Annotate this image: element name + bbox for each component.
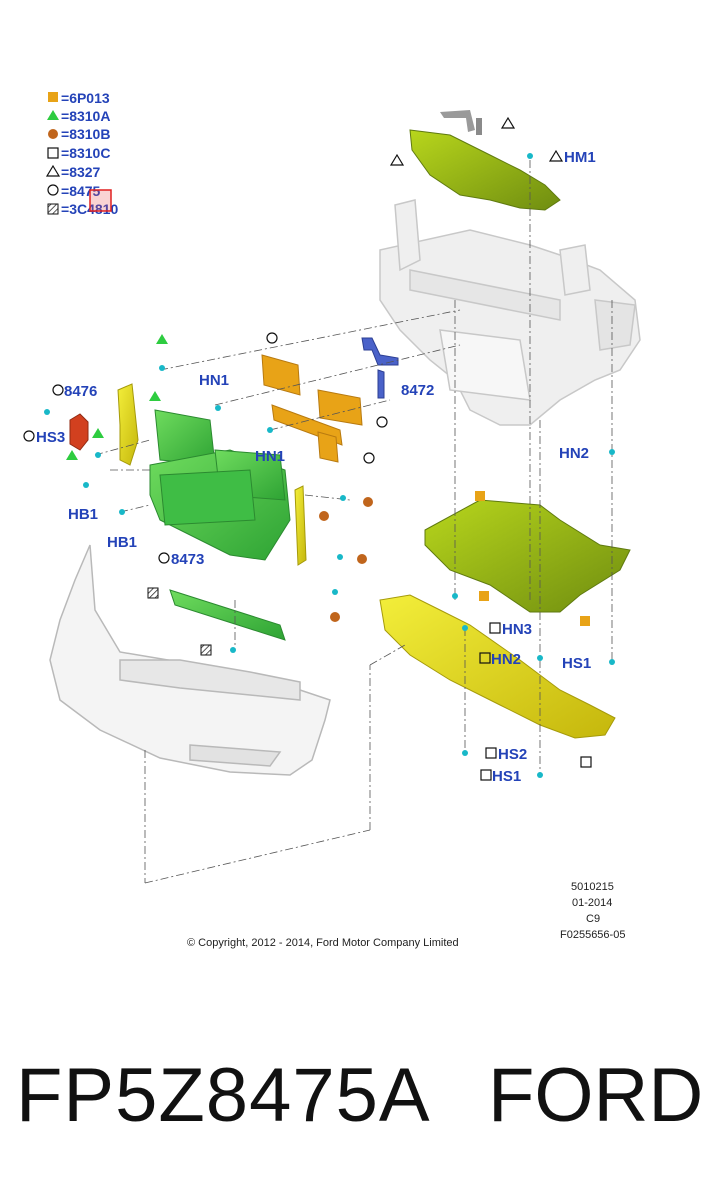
- open-square-icon: [480, 769, 492, 781]
- fastener-hn2-mid: [537, 655, 543, 661]
- label-8473: 8473: [171, 551, 204, 568]
- orange-square-icon: [475, 491, 485, 501]
- label-hm1: HM1: [564, 149, 596, 166]
- meta-line-1: 5010215: [571, 881, 614, 893]
- label-hb1-a: HB1: [68, 506, 98, 523]
- legend-item-8310c: =8310C: [61, 145, 110, 161]
- open-square-icon: [47, 147, 59, 159]
- orange-square-icon: [479, 591, 489, 601]
- fastener-hn1-a: [215, 405, 221, 411]
- open-triangle-icon: [548, 149, 564, 162]
- open-circle-icon: [23, 430, 35, 442]
- meta-line-2: 01-2014: [572, 897, 612, 909]
- open-square-icon: [485, 747, 497, 759]
- open-circle-icon: [376, 416, 388, 428]
- brown-circle-icon: [357, 554, 367, 564]
- fastener-left-a: [95, 452, 101, 458]
- brown-circle-icon: [319, 511, 329, 521]
- fastener-hs1-bottom: [537, 772, 543, 778]
- legend-item-6p013: =6P013: [61, 90, 110, 106]
- label-hn1-b: HN1: [255, 448, 285, 465]
- part-number: FP5Z8475A: [16, 1053, 431, 1138]
- brown-circle-icon: [330, 612, 340, 622]
- callout-labels: HM1 8472 8476 HS3 HN1 HN1 HB1 HB1 8473 H…: [36, 149, 596, 785]
- green-triangle-icon: [47, 110, 59, 120]
- open-square-icon: [479, 652, 491, 664]
- green-triangle-icon: [92, 428, 104, 438]
- label-hn2-right: HN2: [559, 445, 589, 462]
- fastener-left-b: [159, 365, 165, 371]
- fasteners: [44, 153, 615, 778]
- open-circle-icon: [52, 384, 64, 396]
- label-hs1-bottom: HS1: [492, 768, 521, 785]
- fastener-3c4810: [230, 647, 236, 653]
- radiator-support: [379, 199, 641, 426]
- legend-item-8310b: =8310B: [61, 126, 110, 142]
- fastener-right-b: [332, 589, 338, 595]
- meta-line-4: F0255656-05: [560, 929, 625, 941]
- brand-name: FORD: [488, 1053, 704, 1138]
- green-triangle-icon: [66, 450, 78, 460]
- splash-shields: [379, 499, 631, 739]
- meta-block: 5010215 01-2014 C9 F0255656-05: [560, 881, 625, 941]
- open-circle-icon: [266, 332, 278, 344]
- legend-item-8327: =8327: [61, 164, 101, 180]
- open-square-icon: [580, 756, 592, 768]
- meta-line-3: C9: [586, 913, 600, 925]
- caption: FP5Z8475A FORD: [0, 1040, 708, 1160]
- open-triangle-icon: [45, 164, 61, 177]
- label-hn1-a: HN1: [199, 372, 229, 389]
- open-triangle-icon: [500, 116, 516, 129]
- orange-square-icon: [48, 92, 58, 102]
- orange-ducts: [261, 354, 363, 463]
- fastener-right-a: [340, 495, 346, 501]
- highlight-box: [89, 189, 112, 212]
- label-hb1-b: HB1: [107, 534, 137, 551]
- callout-symbols: [23, 116, 592, 781]
- fastener-hb1-a: [83, 482, 89, 488]
- fastener-hn3: [462, 625, 468, 631]
- label-8472: 8472: [401, 382, 434, 399]
- open-triangle-icon: [389, 153, 405, 166]
- open-circle-icon: [363, 452, 375, 464]
- label-hs3: HS3: [36, 429, 65, 446]
- fastener-right-c: [337, 554, 343, 560]
- green-triangle-icon: [156, 334, 168, 344]
- legend-item-8310a: =8310A: [61, 108, 110, 124]
- label-hn2-mid: HN2: [491, 651, 521, 668]
- label-hs2: HS2: [498, 746, 527, 763]
- fastener-hn1-b: [267, 427, 273, 433]
- open-square-icon: [489, 622, 501, 634]
- legend: =6P013 =8310A =8310B =8310C =8327 =8475 …: [45, 90, 118, 217]
- upper-air-deflector: [409, 110, 561, 211]
- brown-circle-icon: [363, 497, 373, 507]
- fastener-hs3: [44, 409, 50, 415]
- active-grille-shutter: [149, 409, 291, 641]
- fastener-hn2: [609, 449, 615, 455]
- brown-circle-icon: [48, 129, 58, 139]
- fastener-hs2: [462, 750, 468, 756]
- dash-lines: [94, 160, 613, 884]
- bracket-8472: [361, 337, 399, 399]
- label-hn3: HN3: [502, 621, 532, 638]
- label-hs1-right: HS1: [562, 655, 591, 672]
- orange-square-icon: [580, 616, 590, 626]
- part-8476: [69, 413, 89, 451]
- green-triangle-icon: [149, 391, 161, 401]
- copyright: © Copyright, 2012 - 2014, Ford Motor Com…: [187, 937, 459, 949]
- open-circle-icon: [158, 552, 170, 564]
- hatched-square-icon: [147, 587, 159, 599]
- bumper-cover: [49, 544, 331, 776]
- parts-diagram: =6P013 =8310A =8310B =8310C =8327 =8475 …: [23, 90, 641, 949]
- open-circle-icon: [47, 184, 59, 196]
- label-8476: 8476: [64, 383, 97, 400]
- hatched-square-icon: [47, 203, 59, 215]
- fastener-hs1: [609, 659, 615, 665]
- fastener-hb1-b: [119, 509, 125, 515]
- fastener-center: [452, 593, 458, 599]
- fastener-hm1: [527, 153, 533, 159]
- hatched-square-icon: [200, 644, 212, 656]
